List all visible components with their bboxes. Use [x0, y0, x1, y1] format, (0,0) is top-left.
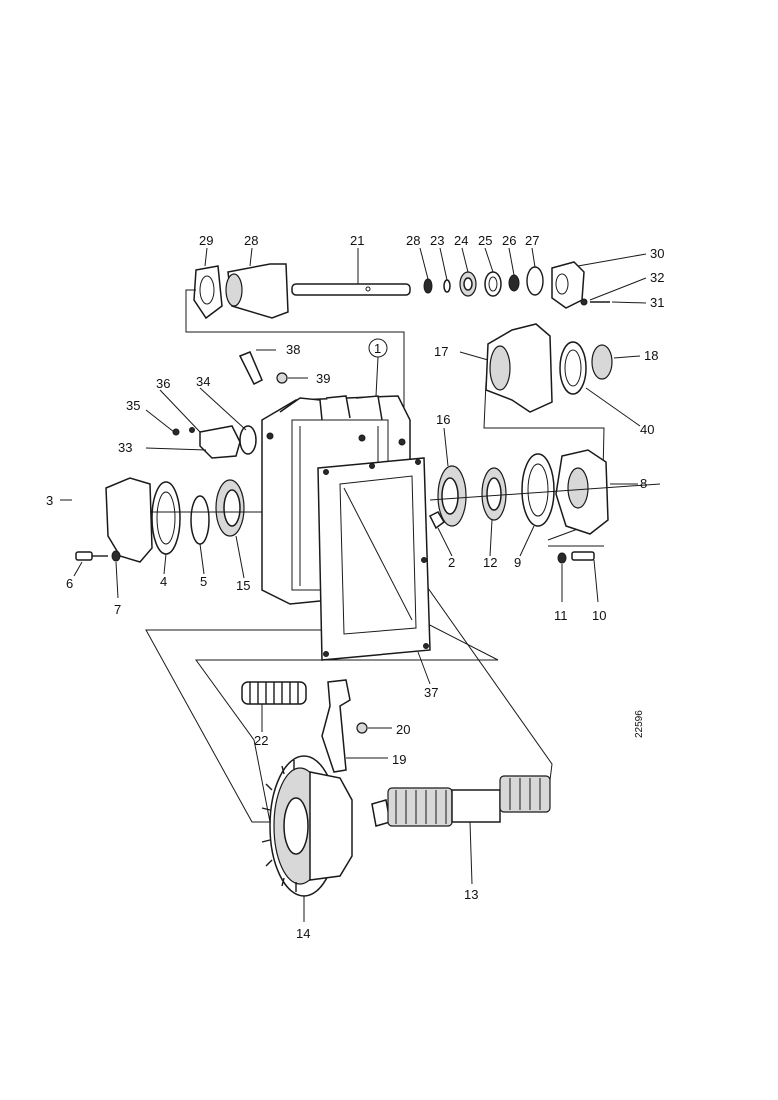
- part-2-pin: [428, 511, 445, 530]
- part-6-bolt: [75, 551, 93, 561]
- part-18-nut: [591, 344, 613, 380]
- right-bearing-assembly: [428, 427, 661, 603]
- part-5-seal: [190, 495, 210, 545]
- part-20-screw: [356, 722, 368, 734]
- part-25-ring: [484, 271, 502, 297]
- callout-10: 10: [592, 608, 606, 623]
- callout-35: 35: [126, 398, 140, 413]
- callout-30: 30: [650, 246, 664, 261]
- callout-25: 25: [478, 233, 492, 248]
- callout-32: 32: [650, 270, 664, 285]
- shift-cover-assembly: [145, 349, 308, 459]
- part-38-lever: [238, 351, 263, 386]
- part-26-nut: [508, 274, 520, 292]
- callout-6: 6: [66, 576, 73, 591]
- part-21-shaft: [291, 283, 411, 296]
- callout-labels: 1 2 3 6 7 4 5 15 16 12 9 8 11 10 17 18 4…: [46, 233, 664, 941]
- callout-7: 7: [114, 602, 121, 617]
- callout-17: 17: [434, 344, 448, 359]
- callout-28b: 28: [406, 233, 420, 248]
- assembly-guide-line-lower: [145, 619, 499, 823]
- part-39-nut: [276, 372, 288, 384]
- callout-34: 34: [196, 374, 210, 389]
- callout-23: 23: [430, 233, 444, 248]
- part-40-seal: [559, 341, 587, 395]
- part-11-washer: [557, 552, 567, 564]
- callout-24: 24: [454, 233, 468, 248]
- part-34-gasket: [239, 425, 257, 455]
- callout-40: 40: [640, 422, 654, 437]
- callout-8: 8: [640, 476, 647, 491]
- callout-15: 15: [236, 578, 250, 593]
- part-29-gasket: [193, 265, 223, 320]
- callout-22: 22: [254, 733, 268, 748]
- callout-2: 2: [448, 555, 455, 570]
- callout-39: 39: [316, 371, 330, 386]
- callout-31: 31: [650, 295, 664, 310]
- part-4-gasket: [151, 481, 181, 555]
- top-shaft-assembly: [193, 247, 647, 320]
- callout-13: 13: [464, 887, 478, 902]
- callout-11: 11: [554, 608, 568, 623]
- part-22-spring: [241, 681, 307, 705]
- left-cover-assembly: [60, 477, 262, 599]
- part-27-circlip: [526, 266, 544, 296]
- callout-29: 29: [199, 233, 213, 248]
- part-14-gear: [261, 755, 353, 922]
- callout-5: 5: [200, 574, 207, 589]
- part-10-bolt: [571, 551, 595, 561]
- part-33-cover: [199, 425, 241, 459]
- right-cover-assembly: [459, 323, 641, 427]
- callout-28: 28: [244, 233, 258, 248]
- callout-38: 38: [286, 342, 300, 357]
- part-3-cover: [105, 477, 153, 563]
- part-13-shaft: [371, 775, 551, 885]
- part-28-ring: [423, 278, 433, 294]
- assembly-guide-line-top: [185, 289, 405, 438]
- part-37-gasket: [317, 457, 431, 685]
- callout-12: 12: [483, 555, 497, 570]
- part-32-washer: [580, 298, 588, 306]
- callout-26: 26: [502, 233, 516, 248]
- part-7-washer: [111, 550, 121, 562]
- part-36-washer: [189, 427, 195, 433]
- callout-36: 36: [156, 376, 170, 391]
- drawing-code: 22596: [634, 710, 645, 738]
- callout-3: 3: [46, 493, 53, 508]
- part-9-gasket: [521, 453, 555, 527]
- callout-16: 16: [436, 412, 450, 427]
- callout-4: 4: [160, 574, 167, 589]
- callout-37: 37: [424, 685, 438, 700]
- callout-14: 14: [296, 926, 310, 941]
- callout-33: 33: [118, 440, 132, 455]
- callout-19: 19: [392, 752, 406, 767]
- callout-21: 21: [350, 233, 364, 248]
- callout-9: 9: [514, 555, 521, 570]
- callout-27: 27: [525, 233, 539, 248]
- callout-1: 1: [374, 341, 381, 356]
- callout-20: 20: [396, 722, 410, 737]
- shift-fork-assembly: [241, 679, 392, 773]
- callout-18: 18: [644, 348, 658, 363]
- part-19-fork: [321, 679, 351, 773]
- part-23-washer: [443, 279, 451, 293]
